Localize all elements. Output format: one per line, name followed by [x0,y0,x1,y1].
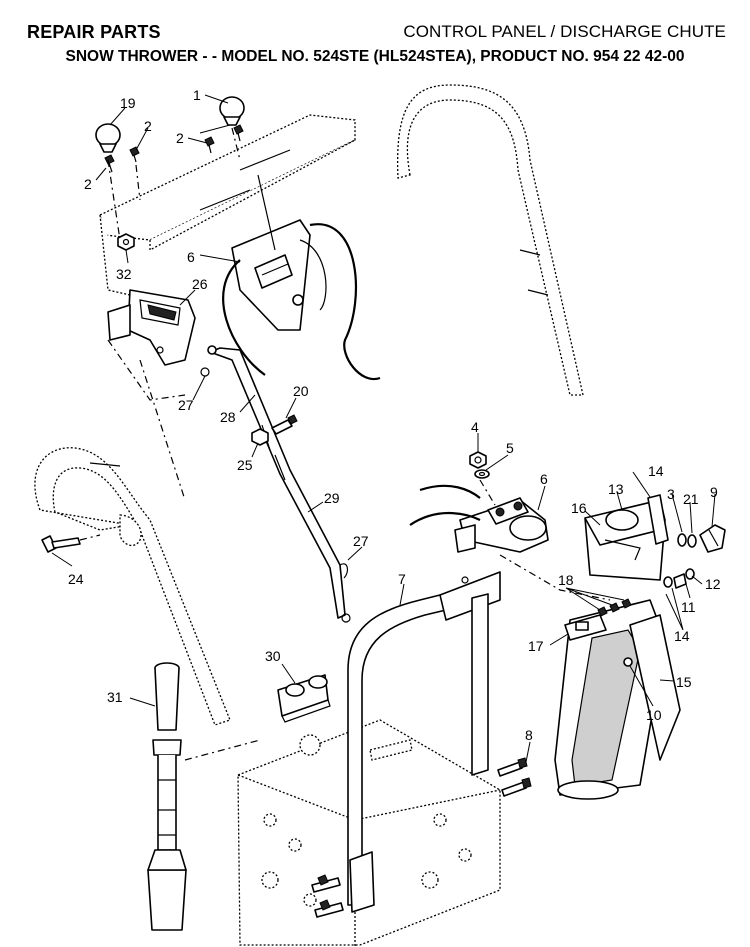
nut-10 [623,657,633,667]
bracket-14-upper [647,494,669,545]
page-title: REPAIR PARTS [27,22,161,42]
callout-2: 2 [84,176,92,192]
callout-28: 28 [220,409,236,425]
clip-27-lower [339,563,351,623]
callout-14: 14 [648,463,664,479]
callout-20: 20 [293,383,309,399]
flange-17 [564,614,607,641]
bolt-24 [41,534,101,553]
callout-10: 10 [646,707,662,723]
upper-handle-left [34,447,231,726]
nut-4 [469,451,487,469]
control-panel-plate [99,114,356,296]
callout-16: 16 [571,500,587,516]
model-subtitle: SNOW THROWER - - MODEL NO. 524STE (HL524… [65,48,685,65]
bolts-8 [311,757,532,918]
callout-15: 15 [676,674,692,690]
nut-25 [251,428,269,446]
bracket-26 [107,289,196,366]
callout-2: 2 [144,118,152,134]
callout-18: 18 [558,572,574,588]
callout-24: 24 [68,571,84,587]
washer-3-21-knob-9 [677,524,726,553]
bolts-18 [597,598,632,617]
deflector-16 [584,499,666,581]
callout-26: 26 [192,276,208,292]
callout-21: 21 [683,491,699,507]
callout-27: 27 [353,533,369,549]
callout-17: 17 [528,638,544,654]
callout-7: 7 [398,571,406,587]
callout-32: 32 [116,266,132,282]
callout-9: 9 [710,484,718,500]
callout-2: 2 [176,130,184,146]
callout-8: 8 [525,727,533,743]
callout-6: 6 [540,471,548,487]
clamp-30 [277,674,331,723]
callout-30: 30 [265,648,281,664]
bolt-20 [271,414,298,435]
chute-15 [554,599,681,800]
shift-handle-31 [147,662,187,931]
callout-31: 31 [107,689,123,705]
callout-27: 27 [178,397,194,413]
rod-28-29 [200,345,346,619]
leader-lines [51,94,716,763]
section-title: CONTROL PANEL / DISCHARGE CHUTE [403,22,726,41]
callout-numbers: 1 19 2 2 2 32 6 26 27 28 20 25 29 27 24 … [68,87,721,743]
callout-25: 25 [237,457,253,473]
chute-rotator-6 [409,484,549,553]
shift-indicator-6 [222,174,381,381]
nut-32 [117,233,135,251]
callout-6: 6 [187,249,195,265]
knob-19 [95,123,121,153]
callout-5: 5 [506,440,514,456]
callout-1: 1 [193,87,201,103]
support-7 [347,571,501,913]
upper-handle-right [396,84,584,396]
hardware-11-12 [663,568,695,589]
callout-14: 14 [674,628,690,644]
callout-13: 13 [608,481,624,497]
callout-29: 29 [324,490,340,506]
housing [237,719,501,947]
callout-12: 12 [705,576,721,592]
callout-3: 3 [667,486,675,502]
callout-11: 11 [681,599,696,615]
callout-19: 19 [120,95,136,111]
callout-4: 4 [471,419,479,435]
washer-5 [474,469,490,479]
